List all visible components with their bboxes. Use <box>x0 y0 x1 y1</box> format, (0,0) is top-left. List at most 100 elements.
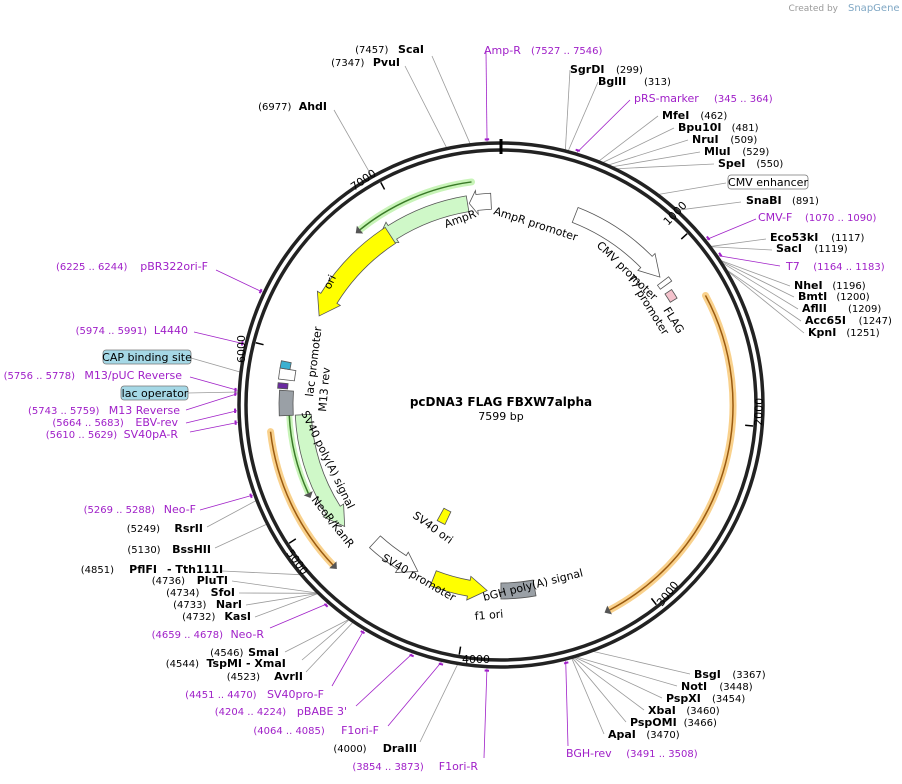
leader-line-9 <box>608 139 689 166</box>
primer-f1orif[interactable]: F1ori-F <box>341 724 379 737</box>
primer-mark <box>323 603 329 608</box>
ori-arrow[interactable] <box>316 226 397 317</box>
cmv-promoter-arrow[interactable] <box>571 206 661 278</box>
enzyme-kasi[interactable]: KasI <box>224 610 251 623</box>
lac-operator-box[interactable] <box>120 385 189 401</box>
bgh-polya[interactable] <box>500 579 537 600</box>
lac-promoter[interactable] <box>278 367 297 382</box>
cap-binding-site-box[interactable] <box>102 349 192 365</box>
cap-site[interactable] <box>279 360 292 371</box>
leader-line-3 <box>485 51 488 142</box>
primer-neor[interactable]: Neo-R <box>230 628 264 641</box>
enzyme-bsgi[interactable]: BsgI <box>694 668 721 681</box>
flag-tag[interactable] <box>664 288 678 303</box>
enzyme-nrui[interactable]: NruI <box>692 133 719 146</box>
leader-line-20 <box>722 262 799 310</box>
enzyme-bglii[interactable]: BglII <box>598 75 626 88</box>
feature-label-bgh-polya[interactable]: bGH poly(A) signal <box>482 566 585 603</box>
primer-l4440[interactable]: L4440 <box>154 324 188 337</box>
enzyme-xbai[interactable]: XbaI <box>648 704 676 717</box>
cmv-enhancer-box[interactable] <box>727 174 809 190</box>
enzyme-draiii[interactable]: DraIII <box>383 742 417 755</box>
enzyme-mfei[interactable]: MfeI <box>662 109 689 122</box>
enzyme-tspmi[interactable]: TspMI <box>206 657 242 670</box>
primer-bghrev[interactable]: BGH-rev <box>566 747 612 760</box>
f1-ori-arrow[interactable] <box>429 570 488 601</box>
enzyme-bmti[interactable]: BmtI <box>798 290 827 303</box>
annotation-labels: ScaI(7457)PvuI(7347)AhdI(6977)Amp-R(7527… <box>4 43 892 773</box>
enzyme-sfoi[interactable]: SfoI <box>211 586 235 599</box>
sv40-promoter-arrow[interactable] <box>368 535 419 574</box>
primer-ebvrev[interactable]: EBV-rev <box>135 416 178 429</box>
enzyme-pvui[interactable]: PvuI <box>373 56 400 69</box>
enzyme-noti[interactable]: NotI <box>681 680 707 693</box>
enzyme-ahdi[interactable]: AhdI <box>299 100 327 113</box>
primer-sv40prof[interactable]: SV40pro-F <box>267 688 324 701</box>
enzyme-pflfi[interactable]: PflFI <box>129 563 157 576</box>
credit-brand[interactable]: SnapGene <box>848 3 900 14</box>
enzyme-snabi[interactable]: SnaBI <box>746 194 782 207</box>
enzyme-bpu10i[interactable]: Bpu10I <box>678 121 722 134</box>
enzyme-kpni[interactable]: KpnI <box>808 326 836 339</box>
plasmid-name: pcDNA3 FLAG FBXW7alpha <box>410 395 592 409</box>
enzyme-pspxi[interactable]: PspXI <box>666 692 701 705</box>
ampr-promoter-arrow[interactable] <box>468 189 492 216</box>
sv40-polya[interactable] <box>278 389 294 417</box>
primer-pbabe3-range: (4204 .. 4224) <box>215 707 287 718</box>
enzyme-saci[interactable]: SacI <box>776 242 802 255</box>
orf-fbxw7-arc[interactable] <box>609 295 734 611</box>
enzyme-smai[interactable]: SmaI <box>248 646 279 659</box>
feature-label-ori[interactable]: ori <box>321 273 339 292</box>
enzyme-aflii[interactable]: AflII <box>802 302 827 315</box>
primer-prsmarker[interactable]: pRS-marker <box>634 92 699 105</box>
enzyme-avrii[interactable]: AvrII <box>274 670 303 683</box>
primer-ampr-range: (7527 .. 7546) <box>531 46 603 57</box>
lac-operator-mark[interactable] <box>277 382 289 390</box>
primer-pbr322orif[interactable]: pBR322ori-F <box>140 260 208 273</box>
leader-line-39 <box>254 593 318 618</box>
primer-sv40par[interactable]: SV40pA-R <box>124 428 179 441</box>
enzyme-rsrii[interactable]: RsrII <box>174 522 203 535</box>
ampr-arrow[interactable] <box>375 195 470 245</box>
feature-label-m13-rev[interactable]: M13 rev <box>316 366 333 412</box>
enzyme-acc65i[interactable]: Acc65I <box>805 314 846 327</box>
enzyme-sgrdi[interactable]: SgrDI <box>570 63 604 76</box>
sv40-ori[interactable] <box>436 507 452 526</box>
enzyme-nari[interactable]: NarI <box>216 598 242 611</box>
enzyme-bsshii-pos: (5130) <box>127 545 160 556</box>
enzyme-mlui[interactable]: MluI <box>704 145 731 158</box>
enzyme-eco53ki[interactable]: Eco53kI <box>770 231 818 244</box>
enzyme-xmai[interactable]: - XmaI <box>246 657 286 670</box>
primer-ampr[interactable]: Amp-R <box>484 44 521 57</box>
primer-pbabe3[interactable]: pBABE 3' <box>297 705 347 718</box>
orf-sv40-arc[interactable] <box>288 415 309 494</box>
neor-arrow[interactable] <box>294 413 346 528</box>
primer-f1orir[interactable]: F1ori-R <box>439 760 479 773</box>
primer-t7[interactable]: T7 <box>785 260 800 273</box>
feature-label-f1-ori[interactable]: f1 ori <box>474 608 504 623</box>
orf-arrow-tip <box>355 225 364 234</box>
enzyme-pluti[interactable]: PluTI <box>197 574 228 587</box>
enzyme-tth111i[interactable]: - Tth111I <box>167 563 223 576</box>
enzyme-bsshii[interactable]: BssHII <box>172 543 211 556</box>
orf-neo-arc[interactable] <box>269 431 334 566</box>
enzyme-scai[interactable]: ScaI <box>398 43 424 56</box>
primer-m13reverse[interactable]: M13 Reverse <box>109 404 180 417</box>
t7-promoter[interactable] <box>656 276 673 290</box>
primer-cmvf[interactable]: CMV-F <box>758 211 792 224</box>
leader-line-6 <box>576 99 631 153</box>
leader-line-50 <box>189 376 238 391</box>
enzyme-draiii-pos: (4000) <box>333 744 366 755</box>
feature-label-ampr-promoter[interactable]: AmpR promoter <box>492 204 580 244</box>
primer-m13pucreverse[interactable]: M13/pUC Reverse <box>84 369 182 382</box>
enzyme-apai[interactable]: ApaI <box>608 728 636 741</box>
enzyme-spei-pos: (550) <box>756 159 783 170</box>
enzyme-nhei[interactable]: NheI <box>794 279 823 292</box>
enzyme-pspomi[interactable]: PspOMI <box>630 716 677 729</box>
orf-ampr-arc[interactable] <box>359 181 472 231</box>
enzyme-apai-pos: (3470) <box>646 730 679 741</box>
primer-ebvrev-range: (5664 .. 5683) <box>52 418 124 429</box>
leader-line-30 <box>483 668 488 759</box>
enzyme-spei[interactable]: SpeI <box>718 157 745 170</box>
primer-neof[interactable]: Neo-F <box>164 503 196 516</box>
